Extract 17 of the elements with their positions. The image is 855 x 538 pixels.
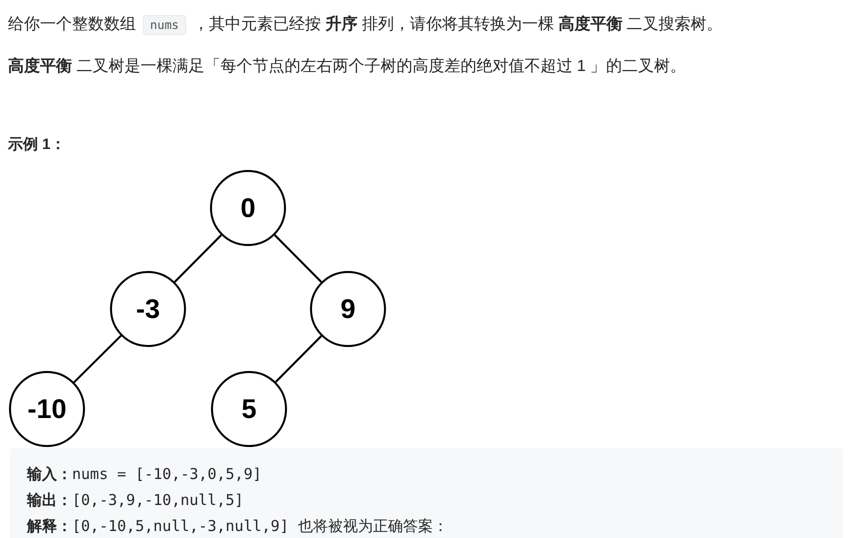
example-line: 输出：[0,-3,9,-10,null,5] bbox=[27, 490, 244, 511]
instruction-text: ，其中元素已经按 升序 排列，请你将其转换为一棵 高度平衡 二叉搜索树。 bbox=[192, 14, 723, 35]
tree-node: 9 bbox=[310, 271, 386, 347]
example-line: 解释：[0,-10,5,null,-3,null,9] 也将被视为正确答案： bbox=[27, 516, 448, 537]
example-line: 输入：nums = [-10,-3,0,5,9] bbox=[27, 464, 262, 485]
example-heading: 示例 1： bbox=[8, 135, 66, 155]
connector-line bbox=[274, 335, 322, 383]
tree-node: -3 bbox=[110, 271, 186, 347]
inline-code: nums bbox=[143, 15, 186, 35]
connector-line bbox=[274, 234, 322, 283]
tree-node: -10 bbox=[9, 371, 85, 447]
instruction-text: 高度平衡 二叉树是一棵满足「每个节点的左右两个子树的高度差的绝对值不超过 1 」的二叉树。 bbox=[8, 56, 686, 77]
tree-node: 5 bbox=[211, 371, 287, 447]
connector-line bbox=[174, 234, 222, 283]
tree-node: 0 bbox=[210, 170, 286, 246]
instruction-text: 给你一个整数数组 bbox=[8, 15, 136, 35]
connector-line bbox=[73, 334, 122, 384]
